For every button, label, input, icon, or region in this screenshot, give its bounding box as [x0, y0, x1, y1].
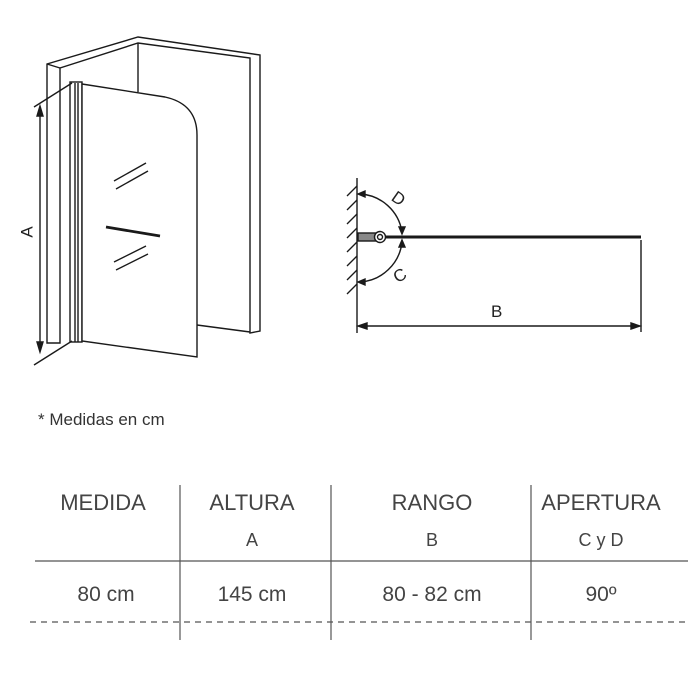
subheader-cyd: C y D	[578, 530, 624, 550]
dimension-label-a: A	[17, 226, 37, 238]
header-rango: RANGO	[391, 490, 473, 515]
header-altura: ALTURA	[209, 490, 295, 515]
top-view	[346, 178, 643, 333]
dimension-label-b: B	[491, 302, 503, 321]
subheader-a: A	[245, 530, 259, 550]
handle	[105, 225, 161, 238]
header-medida: MEDIDA	[60, 490, 146, 515]
cell-rango: 80 - 82 cm	[382, 583, 482, 606]
cell-apertura: 90º	[585, 583, 617, 606]
header-apertura: APERTURA	[541, 490, 661, 515]
footnote: * Medidas en cm	[38, 410, 165, 429]
perspective-view	[33, 36, 261, 366]
subheader-b: B	[425, 530, 439, 550]
cell-altura: 145 cm	[217, 583, 287, 606]
cell-medida: 80 cm	[77, 583, 135, 606]
